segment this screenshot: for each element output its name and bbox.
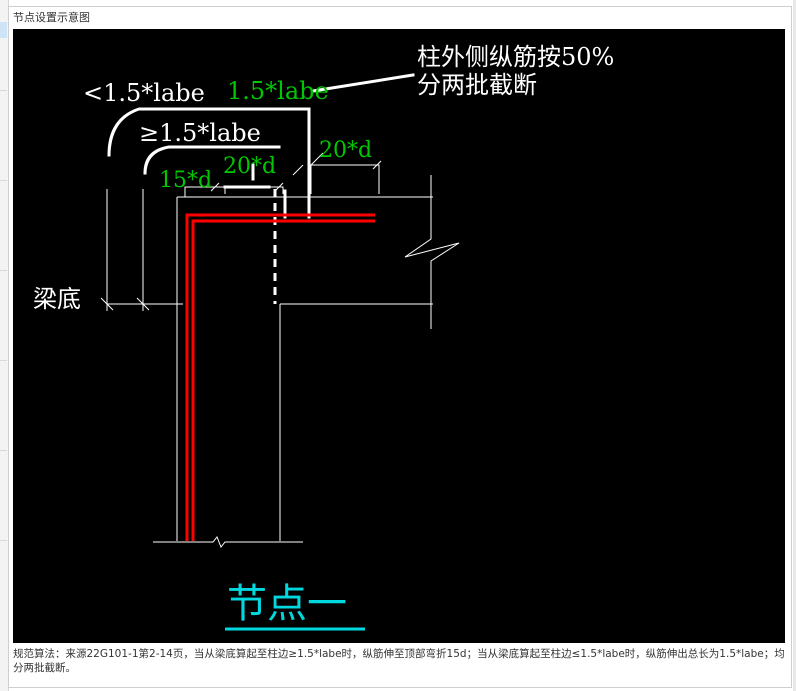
diagram-outline [100,152,460,548]
left-strip-divider [0,360,7,361]
left-strip-divider [0,540,7,541]
offset-20d-left-label: 20*d [223,154,276,179]
left-strip-divider [0,90,7,91]
length-label: 1.5*labe [227,77,329,105]
left-strip-divider [0,270,7,271]
right-edge-strip [793,0,796,691]
dimension-tick [136,297,150,311]
note-leader [311,73,415,93]
offset-20d-right-box [310,164,380,194]
dimension-labels: 1.5*labe 15*d 20*d 20*d [159,77,372,193]
red-rebar-outer [185,213,375,541]
column-break-line [153,536,303,548]
rule-description: 规范算法：来源22G101-1第2-14页，当从梁底算起至柱边≥1.5*labe… [13,648,785,674]
dimension-tick [372,160,382,170]
node-title: 节点一 [227,581,347,627]
red-rebar-inner [191,219,375,541]
node-diagram: <1.5*labe ≥1.5*labe 柱外侧纵筋按50% 分两批截断 梁底 1… [33,43,614,631]
bend-15d-box [184,186,225,197]
node-diagram-canvas: <1.5*labe ≥1.5*labe 柱外侧纵筋按50% 分两批截断 梁底 1… [13,29,785,643]
leader-line [292,164,304,176]
outer-rebar-long [107,107,311,219]
panel-title: 节点设置示意图 [13,11,90,24]
bend-15d-label: 15*d [159,168,212,193]
note-line-1: 柱外侧纵筋按50% [417,43,614,71]
greater-equal-label: ≥1.5*labe [139,119,261,147]
red-rebar [185,213,375,541]
leader-line [308,152,324,168]
left-strip-divider [0,450,7,451]
beam-break-line [404,175,460,329]
beam-bottom-label: 梁底 [33,285,81,313]
less-than-label: <1.5*labe [83,79,205,107]
inner-rebar-ge [143,145,281,175]
left-strip-divider [0,180,7,181]
note-line-2: 分两批截断 [417,71,537,99]
left-strip-selected-marker [0,22,7,38]
white-rebars [107,73,415,219]
offset-20d-right-label: 20*d [319,138,372,163]
dimension-tick [210,182,220,192]
white-labels: <1.5*labe ≥1.5*labe 柱外侧纵筋按50% 分两批截断 梁底 [33,43,614,313]
node-settings-panel: 节点设置示意图 [8,6,792,688]
dimension-tick [100,297,114,311]
